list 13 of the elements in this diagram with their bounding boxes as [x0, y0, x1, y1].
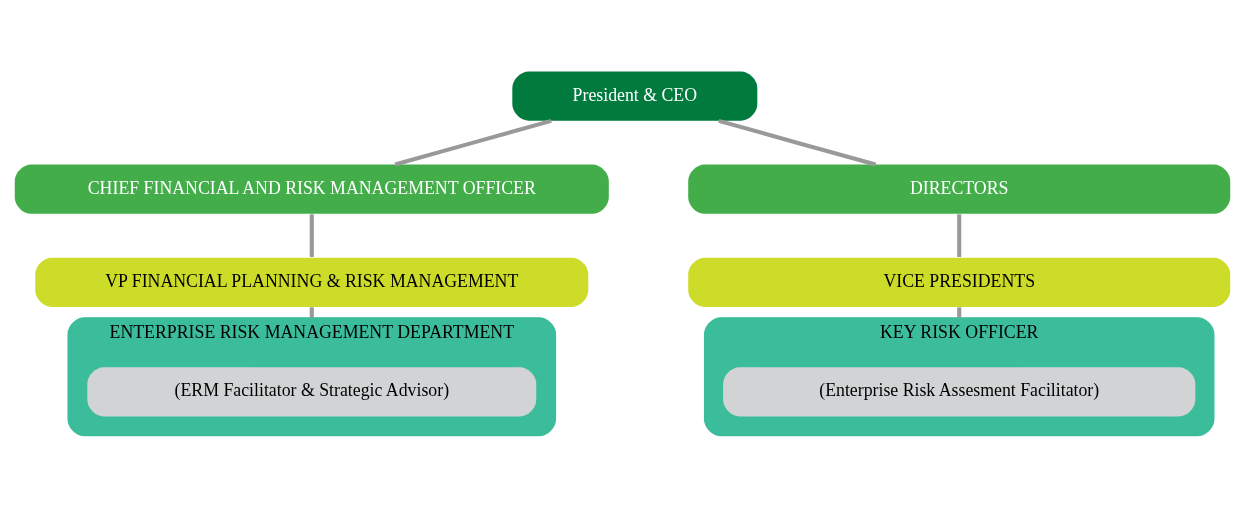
connector	[309, 213, 314, 257]
node-box: VICE PRESIDENTS	[688, 257, 1231, 307]
node-box: DIRECTORS	[688, 164, 1231, 214]
node-box: CHIEF FINANCIAL AND RISK MANAGEMENT OFFICER	[14, 164, 609, 214]
node-box: (Enterprise Risk Assesment Facilitator)	[723, 366, 1196, 416]
node-box: President & CEO	[512, 71, 758, 121]
node-box: (ERM Facilitator & Strategic Advisor)	[87, 366, 537, 416]
connector	[394, 118, 552, 166]
node-box: VP FINANCIAL PLANNING & RISK MANAGEMENT	[35, 257, 589, 307]
connector	[309, 306, 314, 318]
connector	[957, 306, 962, 318]
connector	[957, 213, 962, 257]
connector	[718, 118, 877, 167]
